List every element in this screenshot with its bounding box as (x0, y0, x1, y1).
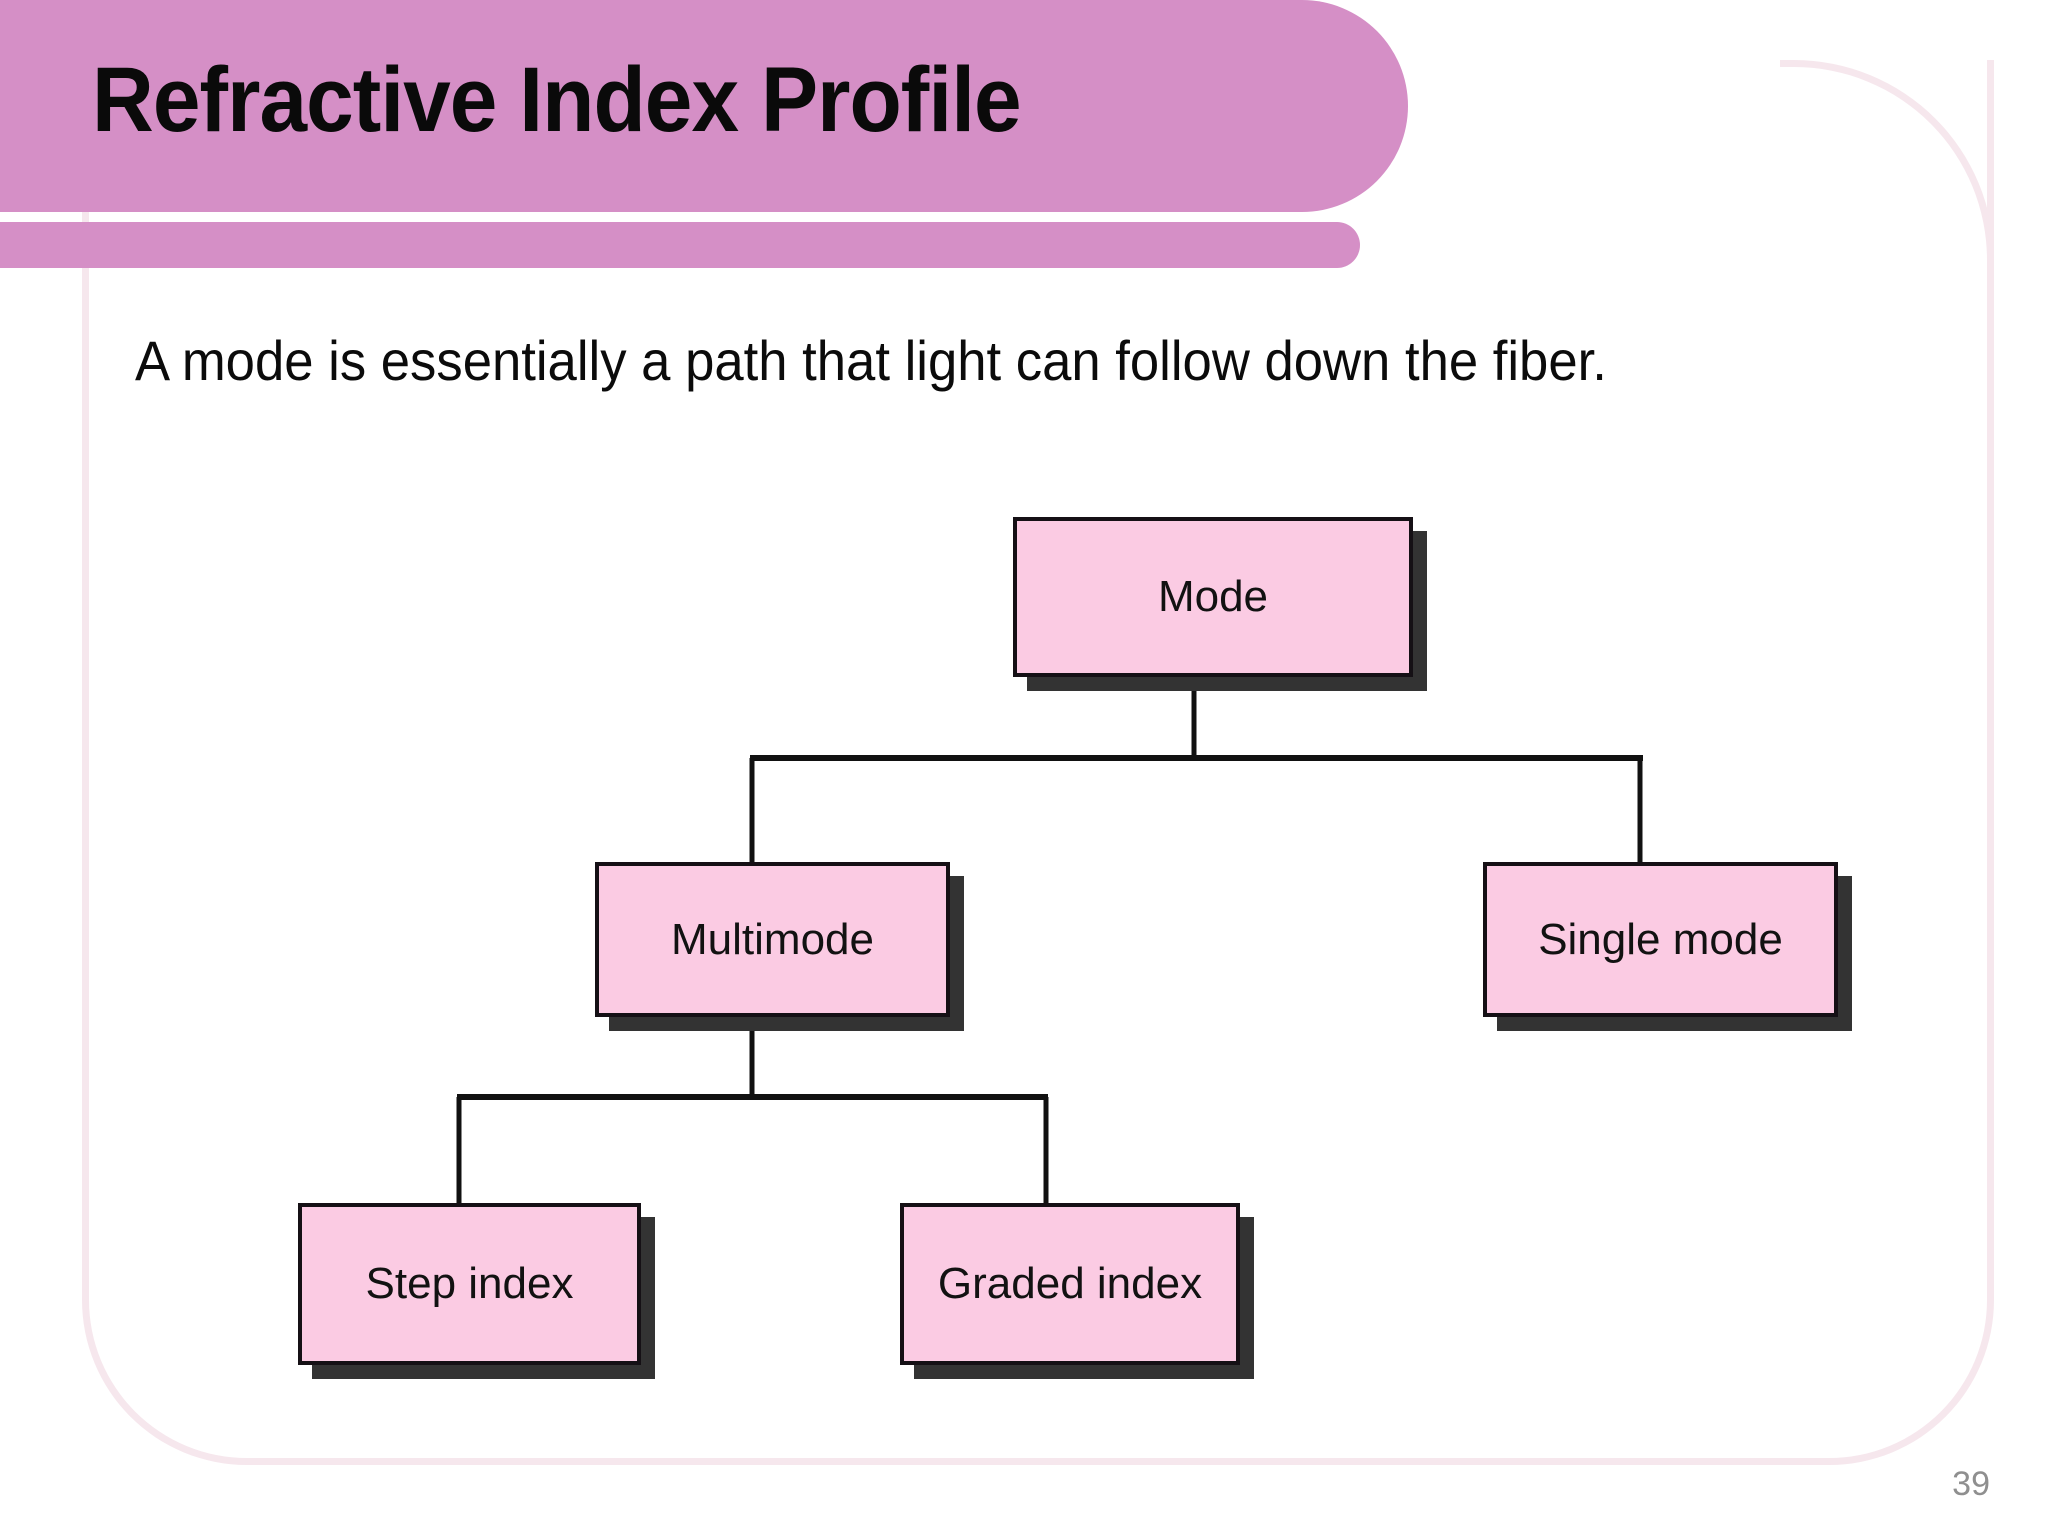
tree-node-step-index[interactable]: Step index (298, 1203, 641, 1365)
tree-node-multimode[interactable]: Multimode (595, 862, 950, 1017)
tree-node-label: Graded index (937, 1259, 1203, 1308)
tree-node-mode[interactable]: Mode (1013, 517, 1413, 677)
header-band-secondary (0, 222, 1360, 268)
tree-node-label: Step index (365, 1259, 574, 1308)
page-number: 39 (1952, 1465, 1990, 1503)
tree-node-label: Single mode (1538, 914, 1783, 964)
tree-node-single-mode[interactable]: Single mode (1483, 862, 1838, 1017)
tree-node-label: Multimode (671, 914, 874, 964)
slide-content-frame-top-right (1780, 60, 1994, 350)
page-title: Refractive Index Profile (92, 49, 1022, 151)
tree-node-graded-index[interactable]: Graded index (900, 1203, 1240, 1365)
body-paragraph: A mode is essentially a path that light … (135, 329, 1607, 392)
header-band-primary (0, 0, 1408, 212)
tree-node-label: Mode (1157, 572, 1269, 621)
